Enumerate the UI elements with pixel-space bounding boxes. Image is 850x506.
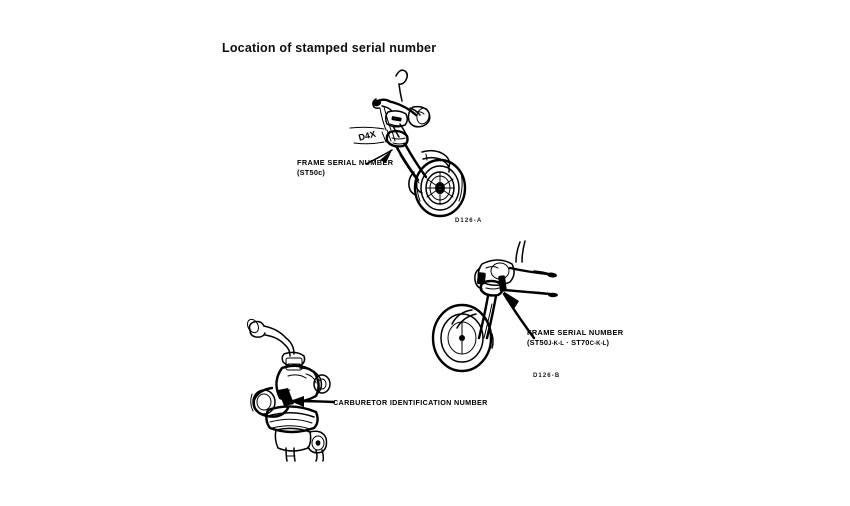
page-title: Location of stamped serial number <box>222 41 437 55</box>
callout-frame-serial-b-headline: FRAME SERIAL NUMBER <box>527 328 624 337</box>
model-separator: · ST70 <box>563 338 590 348</box>
callout-frame-serial-b-subline: (ST50J-K-L · ST70C-K-L) <box>527 338 623 349</box>
figure-b-artwork <box>431 240 558 373</box>
model-suffix: ) <box>606 338 610 348</box>
frame-stamp-text: D4X <box>357 129 376 143</box>
callout-carburetor-id: CARBURETOR IDENTIFICATION NUMBER <box>333 398 488 407</box>
figure-a-artwork: D4X <box>349 69 467 218</box>
callout-frame-serial-b: FRAME SERIAL NUMBER (ST50J-K-L · ST70C-K… <box>527 328 623 349</box>
callout-frame-serial-a: FRAME SERIAL NUMBER (ST50c) <box>297 158 393 178</box>
callout-frame-serial-a-subline: (ST50c) <box>297 168 326 178</box>
callout-frame-serial-a-headline: FRAME SERIAL NUMBER <box>297 158 394 167</box>
model-codes-2: C-K-L <box>589 341 607 348</box>
figure-a-reference-code: D126-A <box>455 218 483 224</box>
model-codes-1: J-K-L <box>548 341 564 348</box>
figure-c-artwork <box>246 318 336 462</box>
callout-carburetor-id-headline: CARBURETOR IDENTIFICATION NUMBER <box>333 398 488 407</box>
model-prefix-1: (ST50 <box>527 338 549 348</box>
figure-b-reference-code: D126-B <box>533 373 561 379</box>
